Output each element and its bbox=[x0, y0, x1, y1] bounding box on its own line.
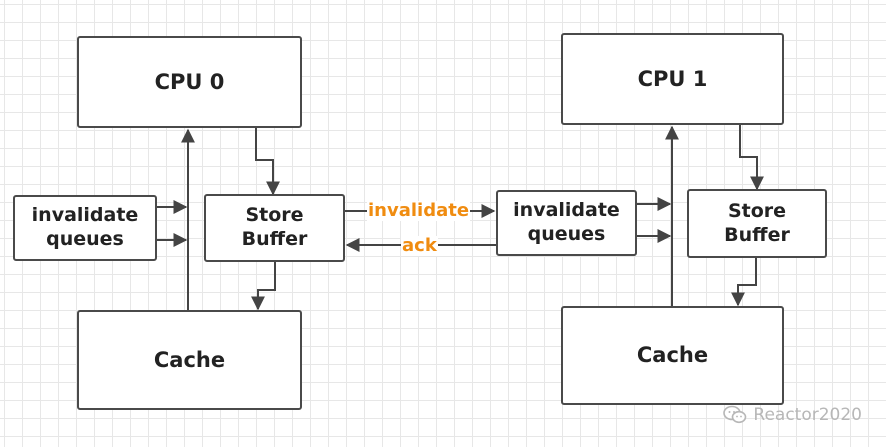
store-buffer1-line2: Buffer bbox=[724, 223, 790, 246]
watermark: Reactor2020 bbox=[723, 405, 862, 425]
store-buffer0-line1: Store bbox=[245, 204, 304, 227]
invalidate-queues1-box: invalidate queues bbox=[496, 190, 637, 256]
cpu0-to-storebuffer0-arrow bbox=[255, 128, 280, 196]
cpu1-to-storebuffer1-arrow bbox=[739, 125, 764, 191]
cpu1-box: CPU 1 bbox=[561, 33, 784, 125]
store-buffer0-line2: Buffer bbox=[241, 228, 308, 250]
cache1-label: Cache bbox=[636, 343, 709, 368]
invalidate-queues1-line2: queues bbox=[527, 223, 606, 245]
store-buffer1-line1: Store bbox=[727, 199, 787, 222]
storebuffer0-to-cache0-arrow bbox=[251, 262, 276, 311]
storebuffer1-to-cache1-arrow bbox=[731, 258, 757, 307]
invalidate-queues0-line1: invalidate bbox=[31, 204, 139, 227]
cpu1-label: CPU 1 bbox=[637, 66, 708, 91]
cpu0-box: CPU 0 bbox=[77, 36, 302, 128]
ack-message-label: ack bbox=[401, 235, 438, 256]
wechat-icon bbox=[723, 405, 747, 424]
invalidate-queues1-line1: invalidate bbox=[513, 199, 620, 222]
watermark-text: Reactor2020 bbox=[753, 405, 862, 425]
invalidate-queues0-line2: queues bbox=[46, 228, 124, 250]
cache0-label: Cache bbox=[153, 347, 226, 372]
cache0-box: Cache bbox=[77, 310, 302, 410]
invalidate-message-label: invalidate bbox=[367, 200, 471, 221]
cpu0-label: CPU 0 bbox=[154, 69, 225, 94]
store-buffer1-box: Store Buffer bbox=[687, 189, 827, 258]
store-buffer0-box: Store Buffer bbox=[204, 194, 345, 262]
invalidate-queues0-box: invalidate queues bbox=[13, 195, 157, 261]
cache1-box: Cache bbox=[561, 306, 784, 405]
